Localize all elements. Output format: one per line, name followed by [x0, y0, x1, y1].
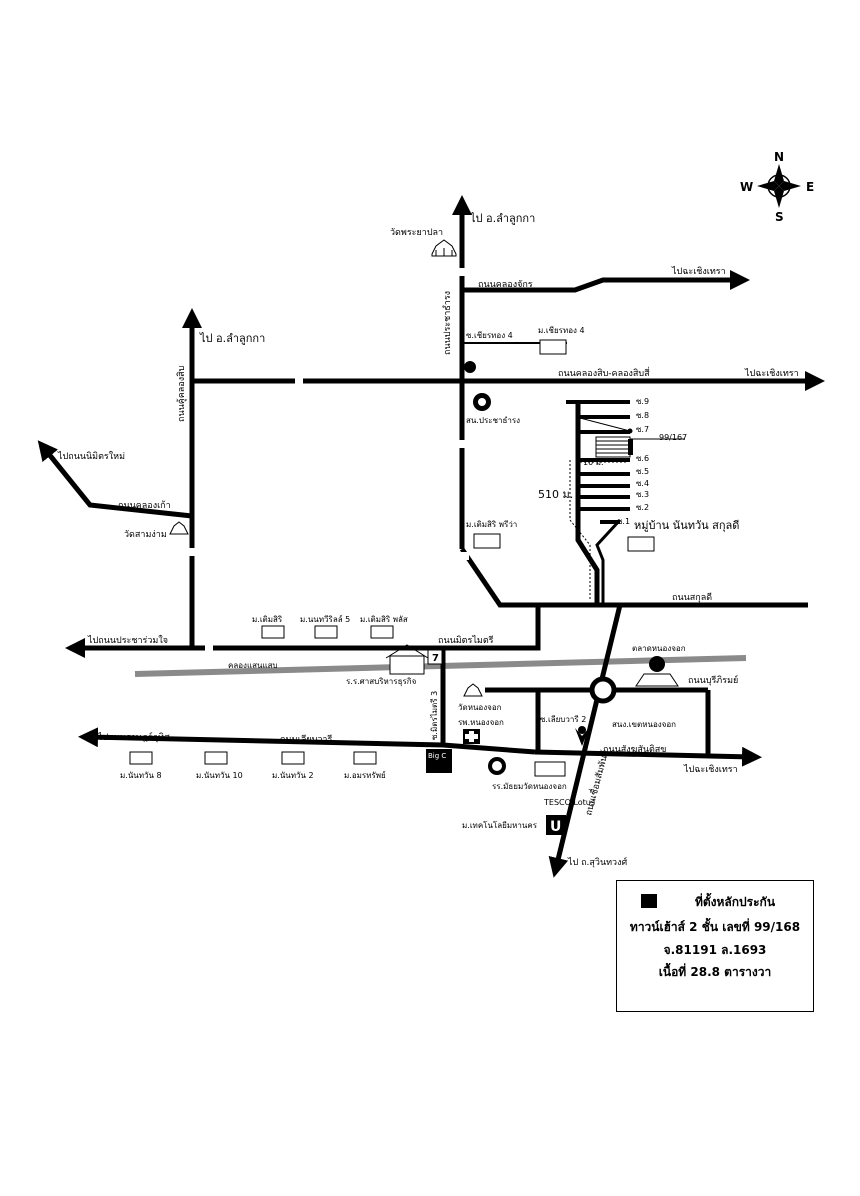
- school-icon: [385, 644, 566, 777]
- place-label: ม.เติมสิริ พลัส: [360, 615, 408, 624]
- soi-label: ซ.1: [617, 517, 630, 526]
- place-label: สน.ประชาธำรง: [466, 416, 520, 425]
- road-label: ไปถนนประชาร่วมใจ: [87, 635, 168, 646]
- compass-n-label: N: [774, 150, 784, 164]
- compass-e-label: E: [806, 180, 814, 194]
- temple-icon: [463, 683, 483, 697]
- road-label: ถนนคู้คลองสิบ: [176, 365, 187, 422]
- canal-label: คลองแสนแสบ: [228, 661, 278, 670]
- soi-label: ซ.2: [636, 503, 649, 512]
- road-label: ถนนสกุลดี: [672, 592, 712, 603]
- university-icon: U: [546, 815, 566, 835]
- road-label: ถนนมิตรไมตรี: [438, 635, 494, 646]
- compass-w-label: W: [740, 180, 753, 194]
- road-label: ซ.เลียบวารี 2: [540, 715, 586, 724]
- place-label: ม.เติมสิริ พรีว่า: [466, 520, 517, 529]
- distance-line: [569, 460, 591, 600]
- svg-text:U: U: [550, 819, 561, 835]
- place-label: ร.ร.ศาสบริหารธุรกิจ: [346, 677, 417, 686]
- collateral-legend: ที่ตั้งหลักประกัน ทาวน์เฮ้าส์ 2 ชั้น เลข…: [616, 880, 814, 1012]
- place-label: หมู่บ้าน นันทวัน สกุลดี: [634, 519, 739, 532]
- place-label: ม.นันทวัน 2: [272, 771, 314, 780]
- seven-eleven-icon: 7: [427, 649, 443, 665]
- hospital-icon: [463, 729, 480, 744]
- tesco-label: TESCO Lotus: [543, 798, 595, 807]
- market-icon: [635, 656, 679, 687]
- place-label: ม.เชียรทอง 4: [538, 326, 585, 335]
- road-label: ถนนบุรีภิรมย์: [688, 674, 738, 686]
- place-label: ตลาดหนองจอก: [632, 644, 686, 653]
- soi-label: ซ.4: [636, 479, 649, 488]
- village-icon: [129, 339, 655, 765]
- target-townhouse: [579, 417, 685, 458]
- road-label: ไป อ.ลำลูกกา: [199, 332, 265, 345]
- soi-label: ซ.3: [636, 490, 649, 499]
- place-label: วัดพระยาปลา: [390, 228, 443, 238]
- distance-label: 510 ม.: [538, 488, 573, 501]
- road-label: ไปฉะเชิงเทรา: [744, 368, 799, 379]
- soi-label: ซ.5: [636, 467, 649, 476]
- road-label: ถนนเชื่อมสัมพันธ์: [581, 748, 611, 816]
- soi-label: ซ.8: [636, 411, 649, 420]
- compass-icon: N S W E: [740, 150, 814, 224]
- bank-icon: [488, 757, 506, 775]
- compass-s-label: S: [775, 210, 784, 224]
- road-label: ถนนเลียบวารี: [280, 734, 332, 745]
- road-label: ไปฉะเชิงเทรา: [671, 266, 726, 277]
- place-label: ม.นนทวีริลล์ 5: [300, 614, 350, 624]
- road-label: ถนนสังฆสันติสุข: [603, 744, 666, 755]
- big-c-icon: Big C: [426, 749, 452, 773]
- soi-label: ซ.7: [636, 425, 649, 434]
- road-label: ไปถนนราษฎร์อุทิศ: [97, 731, 170, 743]
- big-c-label: Big C: [428, 752, 446, 760]
- place-label: รร.มัธยมวัดหนองจอก: [492, 782, 567, 791]
- soi-labels: ซ.9 ซ.8 ซ.7 ซ.6 ซ.5 ซ.4 ซ.3 ซ.2 ซ.1: [617, 397, 649, 526]
- road-breaks: [185, 268, 469, 653]
- road-label: ซ.เชียรทอง 4: [466, 331, 513, 340]
- place-label: วัดสามง่าม: [124, 530, 167, 540]
- svg-text:7: 7: [432, 653, 439, 664]
- road-label: ถนนคลองสิบ-คลองสิบสี่: [558, 366, 650, 379]
- legend-title: ที่ตั้งหลักประกัน: [694, 895, 776, 909]
- place-label: ม.อมรทรัพย์: [344, 770, 386, 780]
- place-label: วัดหนองจอก: [458, 703, 502, 712]
- road-label: ถนนคลองเก้า: [118, 500, 171, 511]
- road-label: ถนนประชาธำรง: [442, 291, 453, 355]
- temple-icon: [169, 521, 189, 535]
- roundabout: [589, 676, 617, 704]
- place-label: ม.นันทวัน 10: [196, 771, 243, 780]
- place-label: สนง.เขตหนองจอก: [612, 720, 676, 729]
- width-label: 10 ม.: [583, 458, 604, 467]
- place-label: ม.นันทวัน 8: [120, 771, 162, 780]
- village-sois: [566, 400, 630, 605]
- road-label: ไป ถ.สุวินทวงศ์: [567, 856, 627, 868]
- road-label: ไป อ.ลำลูกกา: [469, 212, 535, 225]
- legend-swatch: [641, 894, 657, 908]
- legend-line: จ.81191 ล.1693: [663, 943, 767, 957]
- place-label: ม.เทคโนโลยีมหานคร: [462, 820, 538, 830]
- road-label: ซ.มิตรไมตรี 3: [430, 691, 439, 740]
- soi-label: ซ.9: [636, 397, 649, 406]
- legend-line: เนื้อที่ 28.8 ตารางวา: [658, 965, 772, 979]
- temple-icon: [431, 239, 457, 257]
- district-office-icon: [575, 726, 589, 746]
- legend-line: ทาวน์เฮ้าส์ 2 ชั้น เลขที่ 99/168: [629, 920, 801, 934]
- road-label: ไปถนนนิมิตรใหม่: [57, 451, 125, 462]
- soi-label: ซ.6: [636, 454, 649, 463]
- road-label: ไปฉะเชิงเทรา: [683, 764, 738, 775]
- house-number-label: 99/167: [659, 433, 687, 442]
- place-label: ม.เติมสิริ: [252, 615, 283, 624]
- place-label: รพ.หนองจอก: [458, 718, 504, 727]
- road-label: ถนนคลองจักร: [478, 280, 533, 290]
- police-station-icon: [464, 361, 491, 411]
